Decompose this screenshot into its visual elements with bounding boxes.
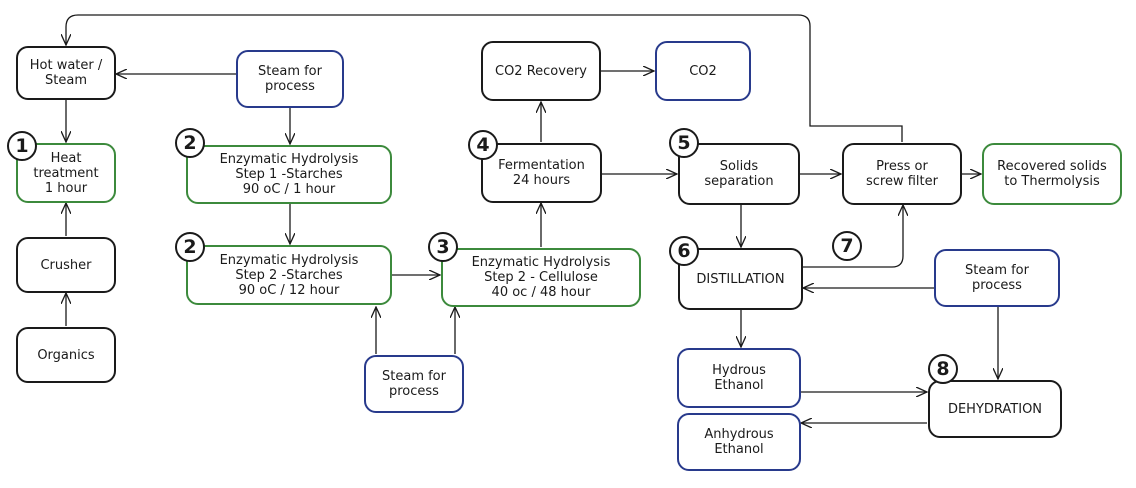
hot-water-steam-label: Hot water / Steam xyxy=(29,58,103,88)
steam-for-process-top-label: Steam for process xyxy=(258,64,322,94)
enzymatic-hydrolysis-step1-box: Enzymatic Hydrolysis Step 1 -Starches 90… xyxy=(186,145,392,204)
co2-box: CO2 xyxy=(655,41,751,101)
anhydrous-ethanol-box: Anhydrous Ethanol xyxy=(677,413,801,471)
step-number-2-bottom: 2 xyxy=(175,232,205,262)
enzymatic-hydrolysis-cellulose-label: Enzymatic Hydrolysis Step 2 - Cellulose … xyxy=(471,255,611,300)
heat-treatment-label: Heat treatment 1 hour xyxy=(33,150,99,196)
step-number-6: 6 xyxy=(669,236,699,266)
hydrous-ethanol-box: Hydrous Ethanol xyxy=(677,348,801,408)
step-number-8: 8 xyxy=(928,354,958,384)
steam-for-process-bottom-label: Steam for process xyxy=(382,369,446,399)
solids-separation-label: Solids separation xyxy=(704,159,774,189)
crusher-box: Crusher xyxy=(16,237,116,293)
enzymatic-hydrolysis-cellulose-box: Enzymatic Hydrolysis Step 2 - Cellulose … xyxy=(441,248,641,307)
hydrous-ethanol-label: Hydrous Ethanol xyxy=(712,363,766,393)
enzymatic-hydrolysis-step2-starches-box: Enzymatic Hydrolysis Step 2 -Starches 90… xyxy=(186,245,392,305)
steam-for-process-right-box: Steam for process xyxy=(934,249,1060,307)
steam-for-process-right-label: Steam for process xyxy=(965,263,1029,293)
step-number-4: 4 xyxy=(468,130,498,160)
step-number-7: 7 xyxy=(832,231,862,261)
recovered-solids-box: Recovered solids to Thermolysis xyxy=(982,143,1122,205)
enzymatic-hydrolysis-step1-label: Enzymatic Hydrolysis Step 1 -Starches 90… xyxy=(219,152,359,197)
arrow-distillation-to-press xyxy=(803,205,903,268)
co2-label: CO2 xyxy=(689,63,717,79)
step-number-1: 1 xyxy=(7,131,37,161)
solids-separation-box: Solids separation xyxy=(678,143,800,205)
distillation-box: DISTILLATION xyxy=(678,248,803,310)
steam-for-process-top-box: Steam for process xyxy=(236,50,344,108)
co2-recovery-box: CO2 Recovery xyxy=(481,41,601,101)
steam-for-process-bottom-box: Steam for process xyxy=(364,355,464,413)
anhydrous-ethanol-label: Anhydrous Ethanol xyxy=(704,427,774,457)
arrow-press-to-hot-water xyxy=(66,14,903,142)
fermentation-box: Fermentation 24 hours xyxy=(481,143,602,203)
step-number-5: 5 xyxy=(669,128,699,158)
organics-box: Organics xyxy=(16,327,116,383)
distillation-label: DISTILLATION xyxy=(696,271,785,287)
step-number-3: 3 xyxy=(428,232,458,262)
dehydration-label: DEHYDRATION xyxy=(947,401,1043,417)
fermentation-label: Fermentation 24 hours xyxy=(498,158,585,188)
recovered-solids-label: Recovered solids to Thermolysis xyxy=(997,159,1107,189)
enzymatic-hydrolysis-step2-starches-label: Enzymatic Hydrolysis Step 2 -Starches 90… xyxy=(219,252,359,298)
hot-water-steam-box: Hot water / Steam xyxy=(16,46,116,100)
crusher-label: Crusher xyxy=(40,257,92,273)
press-screw-filter-box: Press or screw filter xyxy=(842,143,962,205)
co2-recovery-label: CO2 Recovery xyxy=(495,63,587,79)
dehydration-box: DEHYDRATION xyxy=(928,380,1062,438)
organics-label: Organics xyxy=(37,347,95,363)
press-screw-filter-label: Press or screw filter xyxy=(866,159,938,189)
step-number-2-top: 2 xyxy=(175,128,205,158)
